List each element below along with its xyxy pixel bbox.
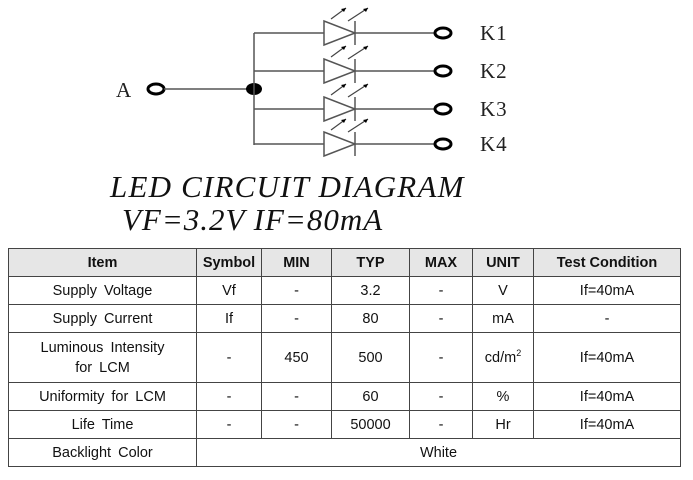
cathode-label: K1 [480,21,508,45]
led-branch: K4 [254,118,508,158]
table-row: Uniformity for LCM - - 60 - % If=40mA [8,382,681,411]
table-row: Supply Voltage Vf - 3.2 - V If=40mA [8,276,681,305]
arrow-head-icon [341,46,346,50]
cell-min: - [261,276,332,305]
header-item: Item [8,248,197,277]
cell-symbol: If [196,304,262,333]
cell-typ: 80 [331,304,410,333]
cell-item: Supply Voltage [8,276,197,305]
led-diode-icon [323,130,358,158]
cell-max: - [409,304,473,333]
cathode-terminal [433,26,453,40]
table-row: Supply Current If - 80 - mA - [8,304,681,333]
cell-symbol: Vf [196,276,262,305]
cathode-terminal [433,64,453,78]
diagram-subtitle: VF=3.2V IF=80mA [122,202,384,237]
header-test-condition: Test Condition [533,248,681,277]
cell-max: - [409,382,473,411]
anode-label: A [116,78,132,102]
cell-min: - [261,304,332,333]
led-branch: K1 [254,7,508,47]
table-row: Luminous Intensity for LCM - 450 500 - c… [8,332,681,383]
arrow-head-icon [363,84,368,88]
cell-item: Life Time [8,410,197,439]
cell-item: Luminous Intensity for LCM [8,332,197,383]
cell-item-line2: for LCM [75,359,130,376]
cell-unit: Hr [472,410,534,439]
cell-item: Uniformity for LCM [8,382,197,411]
cathode-terminal [433,102,453,116]
electrical-characteristics-table: Item Symbol MIN TYP MAX UNIT Test Condit… [8,248,681,467]
cell-symbol: - [196,382,262,411]
cell-item: Backlight Color [8,438,197,467]
header-typ: TYP [331,248,410,277]
header-symbol: Symbol [196,248,262,277]
led-diode-icon [323,19,358,47]
header-max: MAX [409,248,473,277]
table-row-backlight: Backlight Color White [8,438,681,467]
arrow-head-icon [363,8,368,12]
cell-typ: 60 [331,382,410,411]
anode-terminal [146,82,166,96]
unit-superscript: 2 [516,347,522,358]
cell-typ: 3.2 [331,276,410,305]
cell-condition: If=40mA [533,382,681,411]
cell-typ: 500 [331,332,410,383]
cathode-label: K2 [480,59,508,83]
led-branch: K3 [254,83,508,123]
led-diode-icon [323,95,358,123]
cell-condition: If=40mA [533,332,681,383]
cathode-terminal [433,137,453,151]
cell-typ: 50000 [331,410,410,439]
cathode-label: K3 [480,97,508,121]
cell-max: - [409,410,473,439]
unit-base: cd/m [484,349,517,366]
table-row: Life Time - - 50000 - Hr If=40mA [8,410,681,439]
cell-condition: If=40mA [533,276,681,305]
cell-unit: cd/m2 [472,332,534,383]
cell-min: - [261,410,332,439]
arrow-head-icon [341,119,346,123]
arrow-head-icon [363,46,368,50]
cell-unit: % [472,382,534,411]
cell-unit: V [472,276,534,305]
cell-item-line1: Luminous Intensity [40,339,165,356]
arrow-head-icon [363,119,368,123]
cell-backlight-value: White [196,438,681,467]
cell-min: 450 [261,332,332,383]
header-unit: UNIT [472,248,534,277]
cell-item: Supply Current [8,304,197,333]
arrow-head-icon [341,84,346,88]
led-branch: K2 [254,45,508,85]
arrow-head-icon [341,8,346,12]
cell-unit: mA [472,304,534,333]
cell-min: - [261,382,332,411]
table-header-row: Item Symbol MIN TYP MAX UNIT Test Condit… [8,248,681,277]
cell-max: - [409,276,473,305]
cell-condition: If=40mA [533,410,681,439]
cell-symbol: - [196,410,262,439]
cell-condition: - [533,304,681,333]
cell-symbol: - [196,332,262,383]
cathode-label: K4 [480,132,508,156]
diagram-title: LED CIRCUIT DIAGRAM [110,169,465,204]
cell-max: - [409,332,473,383]
header-min: MIN [261,248,332,277]
led-diode-icon [323,57,358,85]
